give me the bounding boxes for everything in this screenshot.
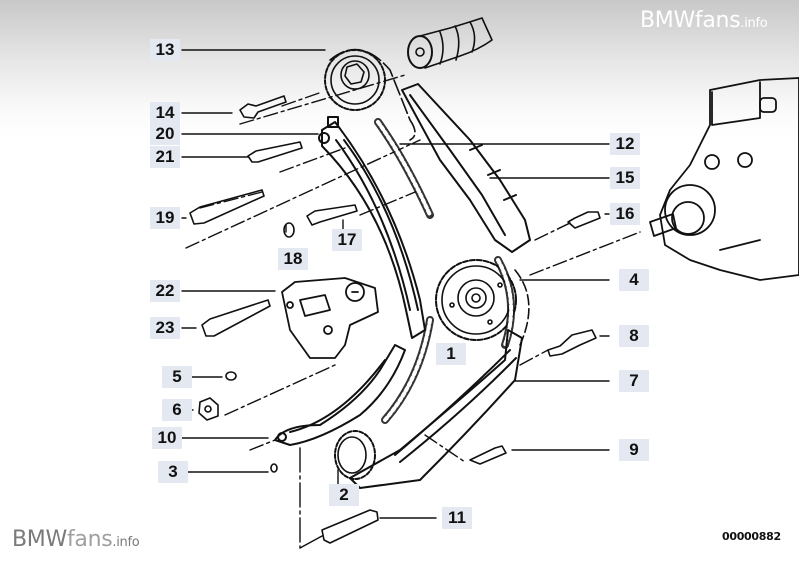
callout-20: 20 [150, 123, 180, 145]
bolt-23 [201, 299, 271, 337]
callout-5: 5 [162, 366, 192, 388]
watermark-fans: fans [66, 527, 113, 552]
camshaft [407, 17, 493, 69]
pin-9 [469, 445, 507, 465]
callout-19: 19 [150, 207, 180, 229]
bolt-14 [239, 95, 287, 119]
callout-13: 13 [150, 39, 180, 61]
callout-18: 18 [278, 248, 308, 270]
callout-12: 12 [610, 133, 640, 155]
timing-chain-upper [374, 118, 434, 219]
callout-4: 4 [619, 269, 649, 291]
watermark-bottom-logo: BMWfans.info [12, 527, 140, 552]
callout-23: 23 [150, 317, 180, 339]
callout-22: 22 [150, 280, 180, 302]
watermark-suffix: .info [740, 16, 768, 31]
callout-3: 3 [158, 461, 188, 483]
slide-rail [274, 344, 406, 446]
callout-2: 2 [329, 484, 359, 506]
bolt-17 [306, 204, 358, 226]
pin-8 [547, 329, 597, 357]
guide-rail [318, 116, 426, 339]
washer-18 [283, 222, 295, 238]
nut-6 [198, 397, 219, 421]
callout-17: 17 [332, 229, 362, 251]
callout-11: 11 [442, 507, 472, 529]
bolt-21 [247, 141, 303, 163]
tensioner-rail [401, 83, 531, 253]
intermediate-sprocket [435, 259, 530, 346]
leader-lines [181, 49, 641, 549]
callout-15: 15 [610, 167, 640, 189]
callout-6: 6 [162, 399, 192, 421]
crankshaft-sprocket [334, 430, 376, 480]
callout-14: 14 [150, 102, 180, 124]
camshaft-sprocket [324, 48, 416, 141]
callout-10: 10 [152, 427, 182, 449]
stud-16 [567, 211, 601, 229]
clip-3 [270, 463, 278, 473]
watermark-top-logo: BMWfans.info [640, 8, 768, 33]
watermark-brand: BMW [12, 527, 67, 552]
chain-tensioner [281, 277, 379, 359]
bolt-19 [189, 189, 265, 225]
key-5 [225, 371, 237, 381]
callout-9: 9 [619, 439, 649, 461]
watermark-brand: BMWfans [640, 8, 741, 33]
callout-8: 8 [619, 325, 649, 347]
callout-1: 1 [436, 343, 466, 365]
pin-11 [321, 509, 379, 544]
lower-guide-rail [349, 329, 523, 489]
callout-21: 21 [150, 146, 180, 168]
callout-16: 16 [610, 203, 640, 225]
callout-7: 7 [619, 370, 649, 392]
watermark-suffix: .info [112, 535, 140, 550]
diagram-number: 00000882 [722, 530, 781, 543]
injection-pump [649, 77, 799, 281]
